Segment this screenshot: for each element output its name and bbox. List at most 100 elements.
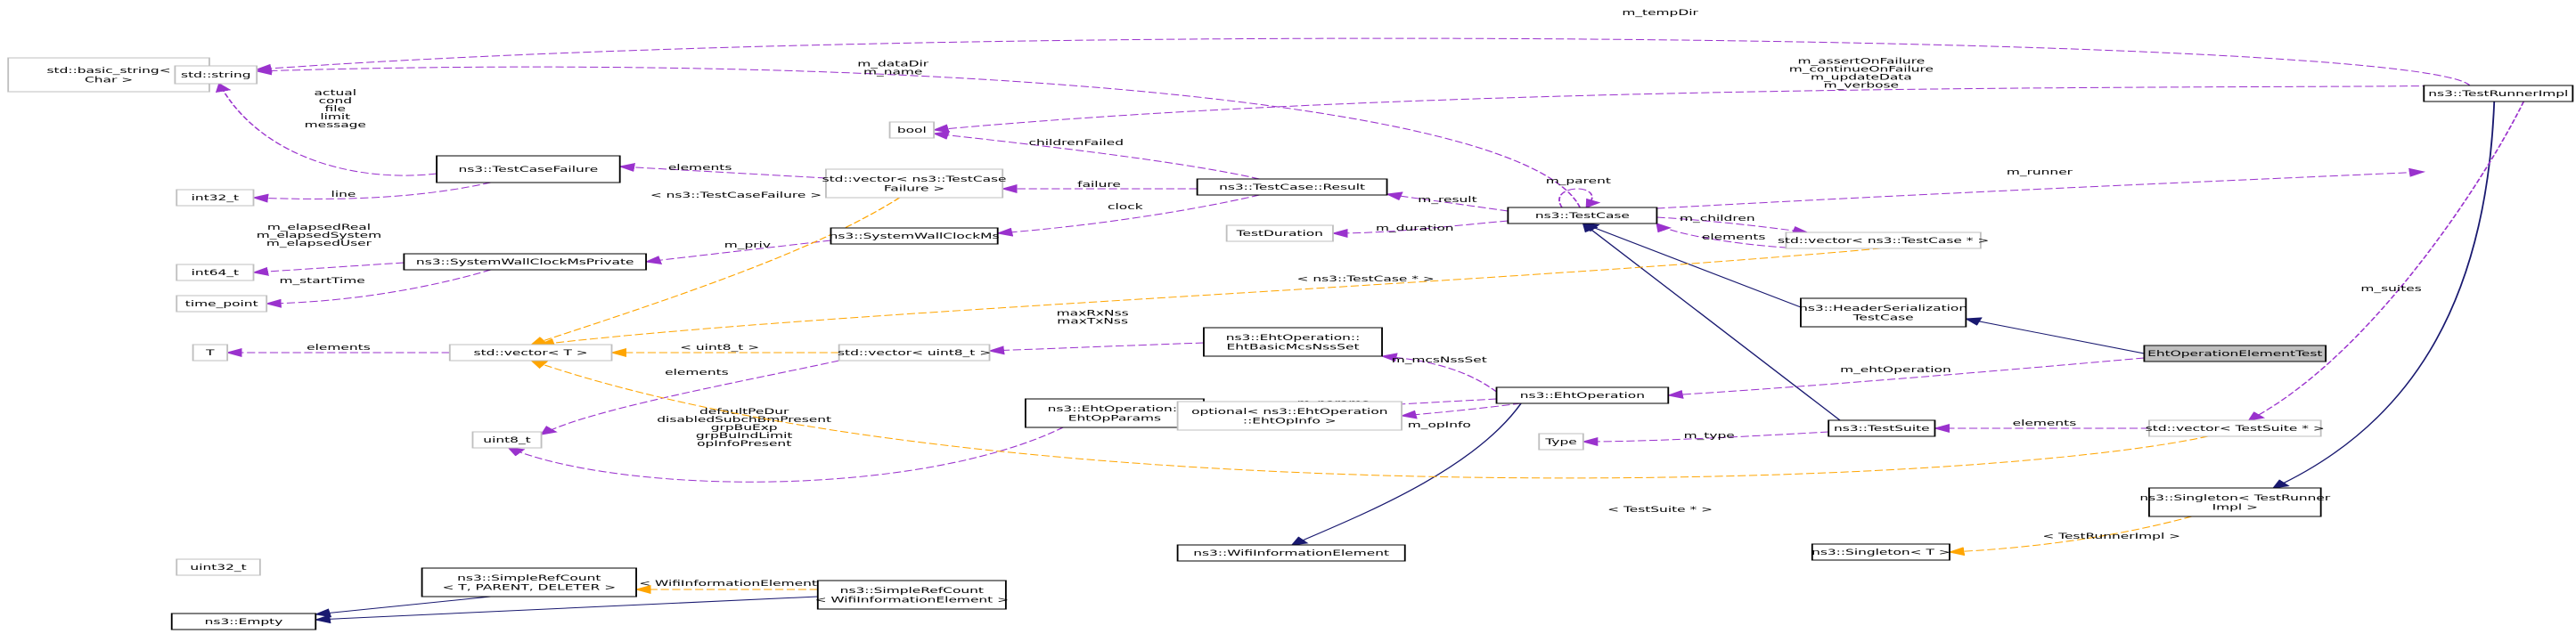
node-T[interactable]: T (192, 344, 229, 362)
node-box[interactable] (1176, 401, 1402, 431)
edge-label: line (331, 190, 356, 199)
node-bool[interactable]: bool (888, 121, 936, 139)
node-box[interactable] (1785, 232, 1982, 249)
node-label: ns3::TestCase (1535, 211, 1630, 220)
node-box[interactable] (174, 65, 258, 85)
node-uint32[interactable]: uint32_t (176, 558, 261, 576)
node-simpleref-wie[interactable]: ns3::SimpleRefCount< WifiInformationElem… (815, 580, 1009, 610)
edge-label: m_priv (724, 240, 771, 249)
edge-line (1385, 191, 1509, 212)
node-type[interactable]: Type (1538, 433, 1584, 451)
node-box[interactable] (1024, 398, 1205, 428)
node-label: uint32_t (190, 563, 246, 572)
node-box[interactable] (436, 155, 621, 183)
node-singleton-runner[interactable]: ns3::Singleton< TestRunnerImpl > (2139, 487, 2331, 517)
node-box[interactable] (1203, 327, 1383, 357)
edge-label: elements (665, 368, 729, 377)
node-box[interactable] (2423, 85, 2574, 102)
node-box[interactable] (1495, 386, 1670, 404)
node-box[interactable] (1176, 544, 1406, 562)
node-box[interactable] (888, 121, 936, 139)
node-vec-t[interactable]: std::vector< T > (448, 344, 613, 362)
node-optional[interactable]: optional< ns3::EhtOperation::EhtOpInfo > (1176, 401, 1402, 431)
node-box[interactable] (2143, 345, 2327, 362)
node-result[interactable]: ns3::TestCase::Result (1196, 178, 1388, 196)
node-ehtparams[interactable]: ns3::EhtOperation::EhtOpParams (1024, 398, 1205, 428)
node-box[interactable] (1225, 224, 1334, 242)
node-box[interactable] (816, 580, 1007, 610)
edge-label: cond (319, 96, 352, 105)
node-ehtbasic[interactable]: ns3::EhtOperation::EhtBasicMcsNssSet (1203, 327, 1383, 357)
node-duration[interactable]: TestDuration (1225, 224, 1334, 242)
edge-member: m_startTime (265, 269, 492, 308)
edge-member: m_type (1581, 431, 1829, 446)
node-vec-failure[interactable]: std::vector< ns3::TestCaseFailure > (822, 168, 1007, 199)
node-box[interactable] (192, 344, 229, 362)
node-time-point[interactable]: time_point (176, 295, 268, 313)
node-box[interactable] (1538, 433, 1584, 451)
node-wie[interactable]: ns3::WifiInformationElement (1176, 544, 1406, 562)
node-box[interactable] (2148, 419, 2322, 437)
node-box[interactable] (448, 344, 613, 362)
node-box[interactable] (838, 344, 991, 362)
node-box[interactable] (1811, 543, 1950, 561)
node-box[interactable] (176, 558, 261, 576)
edge-label: actual (315, 88, 356, 97)
node-vec-testcase[interactable]: std::vector< ns3::TestCase * > (1778, 232, 1989, 249)
node-int64[interactable]: int64_t (176, 264, 255, 281)
node-box[interactable] (176, 189, 255, 207)
edge-label: defaultPeDur (699, 407, 790, 416)
edge-line (1666, 357, 2145, 399)
node-box[interactable] (170, 613, 317, 630)
edge-line (1582, 223, 1802, 308)
node-failure[interactable]: ns3::TestCaseFailure (436, 155, 621, 183)
node-box[interactable] (830, 227, 999, 245)
edge-label: m_startTime (279, 276, 364, 285)
node-label: ns3::EhtOperation:: (1048, 404, 1182, 413)
edge-label: maxRxNss (1057, 308, 1129, 317)
node-empty[interactable]: ns3::Empty (170, 613, 317, 630)
edge-member: defaultPeDurdisabledSubchBmPresentgrpBuE… (507, 407, 1064, 483)
node-runnerimpl[interactable]: ns3::TestRunnerImpl (2423, 85, 2574, 102)
node-label: std::vector< ns3::TestCase * > (1778, 236, 1989, 245)
node-box[interactable] (2148, 487, 2322, 517)
node-box[interactable] (1800, 297, 1967, 328)
node-box[interactable] (825, 168, 1004, 199)
node-box[interactable] (471, 431, 543, 449)
node-box[interactable] (176, 295, 268, 313)
node-vec-uint8[interactable]: std::vector< uint8_t > (838, 344, 991, 362)
node-vec-testsuite[interactable]: std::vector< TestSuite * > (2146, 419, 2325, 437)
node-label: std::vector< uint8_t > (838, 348, 991, 357)
node-int32[interactable]: int32_t (176, 189, 255, 207)
node-singleton-t[interactable]: ns3::Singleton< T > (1811, 543, 1950, 561)
edge-label: maxTxNss (1057, 316, 1128, 325)
node-testcase[interactable]: ns3::TestCase (1507, 207, 1658, 224)
node-box[interactable] (1507, 207, 1658, 224)
node-ehtop[interactable]: ns3::EhtOperation (1495, 386, 1670, 404)
node-label: std::string (181, 70, 250, 79)
edge-line (1656, 216, 1810, 235)
edge-member: m_children (1656, 214, 1810, 235)
edge-label: m_elapsedUser (266, 239, 372, 248)
node-box[interactable] (176, 264, 255, 281)
node-simpleref[interactable]: ns3::SimpleRefCount< T, PARENT, DELETER … (421, 567, 637, 597)
edge-label: m_parent (1546, 176, 1611, 185)
node-box[interactable] (421, 567, 637, 597)
node-label: TestCase (1852, 313, 1913, 321)
node-box[interactable] (403, 253, 647, 271)
edge-label: m_verbose (1824, 80, 1899, 89)
edge-member: m_parent (1546, 176, 1611, 208)
node-testsuite[interactable]: ns3::TestSuite (1828, 419, 1936, 437)
edge-line (530, 360, 2209, 479)
node-uint8[interactable]: uint8_t (471, 431, 543, 449)
node-wallclock[interactable]: ns3::SystemWallClockMs (830, 227, 1000, 245)
node-focus[interactable]: EhtOperationElementTest (2143, 345, 2327, 362)
edge-line (1656, 223, 1800, 249)
node-string[interactable]: std::string (174, 65, 258, 85)
node-box[interactable] (1828, 419, 1936, 437)
edge-template: < TestRunnerImpl > (1948, 516, 2193, 557)
node-wallpriv[interactable]: ns3::SystemWallClockMsPrivate (403, 253, 647, 271)
node-box[interactable] (1196, 178, 1388, 196)
